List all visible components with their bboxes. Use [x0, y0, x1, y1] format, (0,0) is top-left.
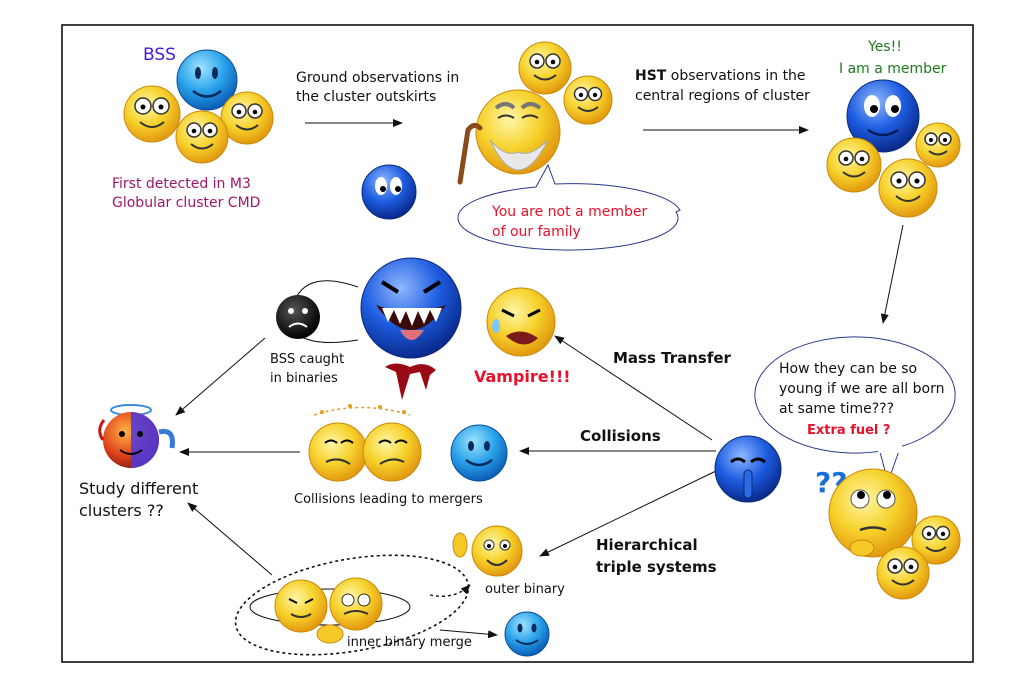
blue-merged-smiley-icon	[504, 611, 550, 657]
dizzy-smiley-icon	[308, 422, 368, 482]
in-binaries-text: in binaries	[270, 371, 338, 386]
blue-member-face-icon	[846, 79, 920, 153]
question-speech-bubble: How they can be so young if we are all b…	[754, 336, 956, 484]
central-regions-text: central regions of cluster	[635, 88, 810, 104]
triple-systems-label: triple systems	[596, 558, 717, 576]
member-group: Yes!! I am a member	[826, 39, 961, 218]
blood-drip-icon	[385, 363, 436, 400]
arrow-binaries-to-study	[175, 337, 266, 416]
study-different-text: Study different	[79, 479, 198, 498]
arrow-triples-to-study	[187, 502, 273, 576]
glasses-smiley-icon	[220, 91, 274, 145]
old-smiley-group	[457, 41, 613, 185]
old-man-smiley-icon	[457, 89, 561, 185]
collisions-mergers-text: Collisions leading to mergers	[294, 492, 483, 507]
angry-smiley-icon	[329, 577, 383, 631]
our-family-text: of our family	[492, 224, 581, 240]
vampire-text: Vampire!!!	[474, 367, 571, 386]
extra-fuel-text: Extra fuel ?	[807, 423, 890, 438]
scared-smiley-icon	[486, 287, 556, 357]
cluster-outskirts-text: the cluster outskirts	[296, 89, 436, 105]
glasses-smiley-icon	[563, 75, 613, 125]
outer-binary-text: outer binary	[485, 582, 565, 597]
hst-rest-text: observations in the	[666, 68, 805, 84]
triple-system-group: outer binary inner binary merge	[234, 525, 565, 657]
handshake-icon	[316, 624, 344, 644]
hierarchical-label: Hierarchical	[596, 536, 698, 554]
arrow-member-to-question	[880, 224, 904, 324]
vampire-face-icon	[360, 257, 462, 359]
collisions-label: Collisions	[580, 427, 661, 445]
blue-smiley-icon	[176, 49, 238, 111]
ground-observations-text: Ground observations in	[296, 70, 459, 86]
not-member-speech-bubble: You are not a member of our family	[457, 163, 681, 251]
how-young-text-1: How they can be so	[779, 361, 917, 377]
not-member-text: You are not a member	[491, 204, 647, 220]
glasses-smiley-icon	[175, 110, 229, 164]
thinking-group: ??	[815, 466, 961, 600]
hst-bold-text: HST	[635, 68, 667, 84]
bss-label: BSS	[143, 45, 176, 65]
dizzy-stars-icon	[313, 404, 411, 416]
glasses-smiley-icon	[911, 515, 961, 565]
thinking-smiley-icon	[828, 468, 918, 558]
sad-face-icon	[276, 295, 320, 339]
dizzy-smiley-icon	[362, 422, 422, 482]
glasses-smiley-icon	[123, 85, 181, 143]
merge-arrow	[439, 629, 498, 639]
how-young-text-2: young if we are all born	[779, 381, 944, 397]
study-group: Study different clusters ??	[79, 404, 198, 520]
first-detected-text: First detected in M3	[112, 176, 251, 192]
devil-angel-smiley-icon	[98, 404, 175, 468]
arrow-mass-transfer	[554, 335, 713, 441]
arrows	[175, 119, 904, 576]
clusters-text: clusters ??	[79, 501, 164, 520]
waving-smiley-icon	[452, 525, 523, 577]
mass-transfer-label: Mass Transfer	[613, 349, 732, 367]
glasses-smiley-icon	[518, 41, 572, 95]
blue-face-icon	[361, 164, 417, 220]
collisions-group: Collisions leading to mergers	[294, 404, 508, 507]
member-text: I am a member	[839, 61, 947, 77]
hst-observations-text: HST observations in the	[635, 68, 806, 84]
shushing-blue-face-icon	[714, 435, 782, 503]
inner-binary-text: inner binary merge	[347, 635, 472, 650]
yes-text: Yes!!	[867, 39, 902, 55]
blue-merged-smiley-icon	[450, 424, 508, 482]
bss-cluster-group: BSS First detected	[112, 45, 274, 211]
squinting-smiley-icon	[274, 579, 328, 633]
glasses-smiley-icon	[876, 546, 930, 600]
bss-caught-text: BSS caught	[270, 352, 344, 367]
glasses-smiley-icon	[878, 158, 938, 218]
glasses-smiley-icon	[826, 137, 882, 193]
glasses-smiley-icon	[915, 122, 961, 168]
globular-cmd-text: Globular cluster CMD	[112, 195, 260, 211]
arrow-hierarchical	[539, 469, 719, 557]
how-young-text-3: at same time???	[779, 401, 894, 417]
vampire-binary-group: BSS caught in binaries Vampire!!!	[270, 257, 571, 400]
